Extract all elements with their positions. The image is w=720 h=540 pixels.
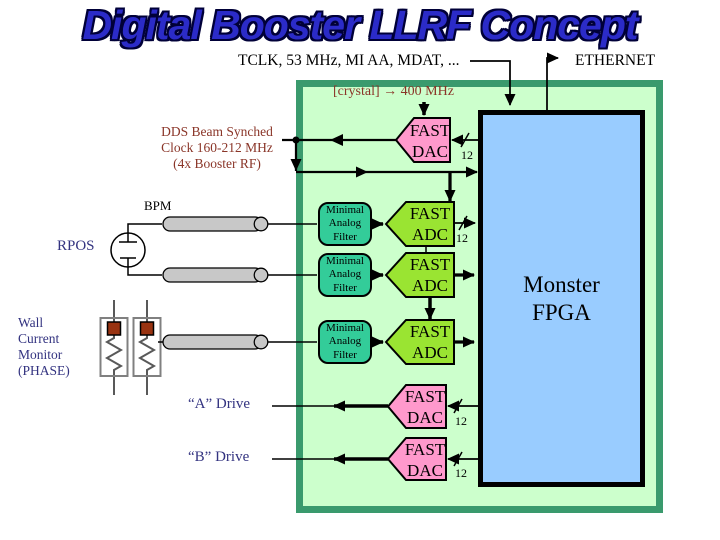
coax-cable-2 [162, 267, 269, 283]
wall-current-monitor-symbol [99, 300, 164, 395]
ethernet-label: ETHERNET [575, 52, 656, 69]
fast-adc-3-label: FAST ADC [409, 322, 451, 362]
fast-dac-a-label: FAST DAC [404, 387, 446, 427]
a-drive-label: “A” Drive [188, 396, 251, 412]
b-drive-label: “B” Drive [188, 449, 250, 465]
bpm-symbol [110, 223, 162, 276]
dac-b-bus-width: 12 [455, 466, 467, 480]
fpga-label: Monster FPGA [523, 271, 600, 325]
adc1-bus-width: 12 [456, 231, 468, 245]
rpos-label: RPOS [57, 238, 95, 254]
slide-title: Digital Booster LLRF Concept [82, 2, 638, 48]
fast-dac-b-label: FAST DAC [404, 440, 446, 480]
clock-dac-bus-width: 12 [461, 148, 473, 162]
crystal-label: [crystal] → 400 MHz [333, 84, 454, 99]
fast-adc-1-label: FAST ADC [409, 204, 451, 244]
monster-fpga-block: Monster FPGA [478, 110, 645, 487]
analog-filter-1: Minimal Analog Filter [318, 202, 372, 246]
dds-clock-label: DDS Beam Synched Clock 160-212 MHz (4x B… [161, 124, 273, 171]
bpm-label: BPM [144, 198, 172, 213]
tclk-label: TCLK, 53 MHz, MI AA, MDAT, ... [238, 52, 460, 69]
analog-filter-2: Minimal Analog Filter [318, 253, 372, 297]
fast-adc-2-label: FAST ADC [409, 255, 451, 295]
wall-current-monitor-label: Wall Current Monitor (PHASE) [18, 315, 70, 378]
dac-a-bus-width: 12 [455, 414, 467, 428]
coax-cable-3 [162, 334, 269, 350]
analog-filter-3: Minimal Analog Filter [318, 320, 372, 364]
clock-fast-dac-label: FAST DAC [409, 121, 451, 161]
coax-cable-1 [162, 216, 269, 232]
